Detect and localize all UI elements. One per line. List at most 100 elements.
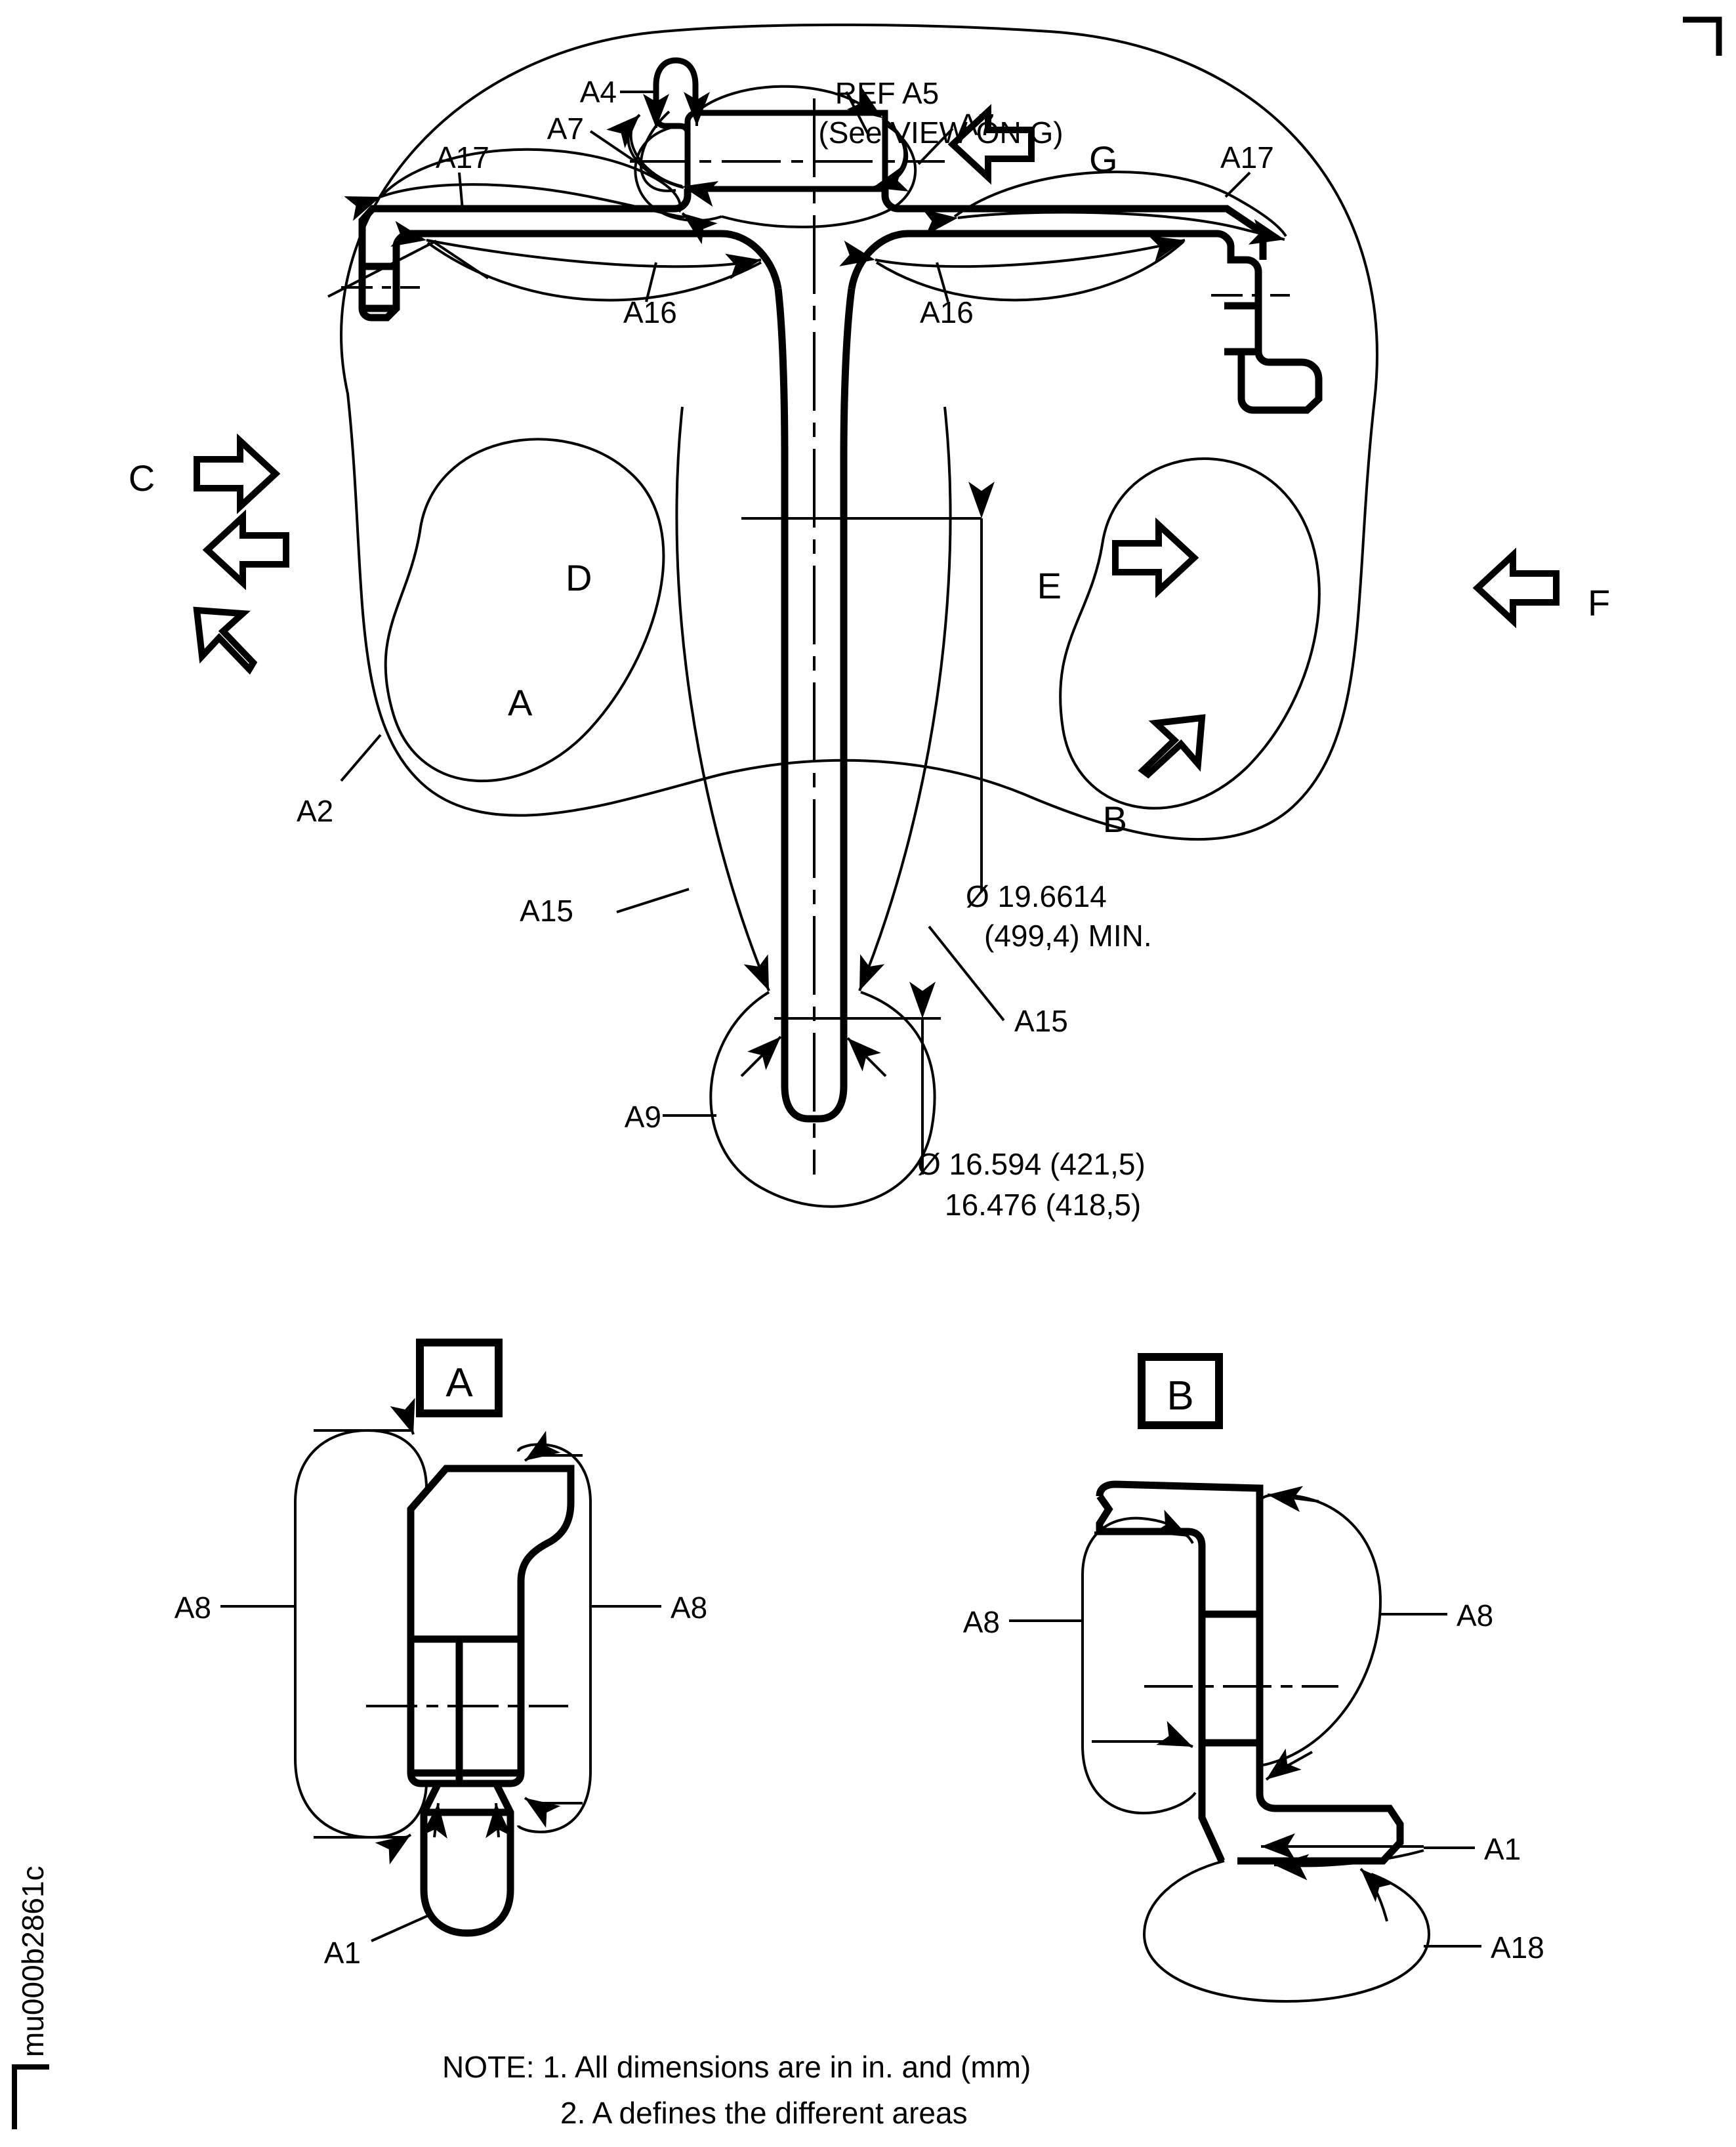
detail-b-a18-balloon bbox=[1142, 1860, 1431, 2003]
a15-left-leader bbox=[616, 888, 690, 913]
detail-b-a8-right-arrow-top bbox=[1267, 1486, 1319, 1512]
detail-a-a8-left-arrow-top bbox=[314, 1398, 415, 1435]
detail-a-label-a1: A1 bbox=[324, 1936, 361, 1970]
detail-a-a1-leader bbox=[371, 1912, 434, 1942]
detail-a-title-box bbox=[416, 1339, 503, 1417]
detail-a-label-a8-right: A8 bbox=[671, 1591, 707, 1625]
ref-a5-line1: REF A5 bbox=[835, 76, 940, 110]
sheet-id-block: mu000b2861c bbox=[12, 1866, 50, 2129]
note-line-1: NOTE: 1. All dimensions are in in. and (… bbox=[442, 2050, 1031, 2084]
detail-b-label-a8-left: A8 bbox=[963, 1605, 1000, 1639]
view-arrow-A bbox=[193, 606, 258, 675]
area-a17-left-loop bbox=[344, 183, 718, 245]
detail-a-profile bbox=[407, 1465, 575, 1937]
a7-right-leader bbox=[917, 127, 954, 165]
a16-label-leader-left bbox=[645, 262, 657, 302]
dim-stem-geometry bbox=[774, 982, 941, 1175]
detail-a-a1-arrow-right bbox=[486, 1803, 512, 1839]
main-view: REF A5 (See VIEW ON G) A4 A7 A7 A17 A17 … bbox=[129, 23, 1610, 1222]
a17-left-leader bbox=[458, 172, 464, 211]
detail-b-a8-left-arrow-top bbox=[1094, 1509, 1189, 1538]
area-a16-left-arc bbox=[426, 241, 762, 302]
label-a4: A4 bbox=[580, 75, 617, 109]
detail-b-label-a18: A18 bbox=[1491, 1930, 1544, 1965]
a9-arrow-right bbox=[846, 1037, 887, 1077]
area-a2-boundary bbox=[340, 23, 1378, 841]
note-line-2: 2. A defines the different areas bbox=[560, 2096, 968, 2130]
sheet-id-text: mu000b2861c bbox=[16, 1866, 50, 2057]
dim-bore-min-line2: (499,4) MIN. bbox=[984, 919, 1152, 953]
view-arrow-C bbox=[194, 433, 281, 514]
view-arrow-E bbox=[1112, 517, 1199, 598]
label-a7-right: A7 bbox=[958, 108, 995, 142]
a17-right-leader bbox=[1224, 171, 1251, 198]
detail-b-title: B bbox=[1167, 1373, 1193, 1419]
a2-leader bbox=[340, 734, 382, 782]
detail-a-title: A bbox=[445, 1360, 473, 1406]
label-a15-right: A15 bbox=[1014, 1004, 1068, 1038]
detail-a-a8-right-arrow-top bbox=[524, 1430, 583, 1462]
area-a-boundary bbox=[384, 438, 665, 782]
dim-stem-line1: Ø 16.594 (421,5) bbox=[917, 1147, 1146, 1181]
a7-left-leader bbox=[589, 130, 636, 163]
area-a15-right-loop bbox=[858, 406, 952, 991]
detail-a-a1-arrow-left bbox=[421, 1803, 447, 1839]
detail-view-b: B bbox=[963, 1353, 1544, 2003]
view-arrow-label-D: D bbox=[566, 557, 592, 598]
a9-arrow-left bbox=[740, 1035, 782, 1077]
detail-a-a8-left-balloon bbox=[294, 1428, 428, 1503]
label-a16-left: A16 bbox=[623, 295, 677, 329]
area-a15-left-loop bbox=[675, 406, 770, 991]
view-arrow-F bbox=[1472, 547, 1560, 629]
view-arrow-label-C: C bbox=[129, 457, 155, 499]
part-profile bbox=[358, 189, 1323, 1123]
view-arrow-label-E: E bbox=[1037, 565, 1062, 606]
detail-b-a8-left-balloon2 bbox=[1081, 1575, 1197, 1815]
view-arrow-label-A: A bbox=[508, 682, 533, 723]
detail-b-a8-right-balloon2 bbox=[1260, 1600, 1382, 1766]
area-a16-right-loop bbox=[839, 236, 1186, 268]
detail-b-a1-balloon-bot bbox=[1273, 1849, 1424, 1881]
label-a9: A9 bbox=[625, 1100, 661, 1134]
detail-b-profile bbox=[1096, 1480, 1404, 1865]
a16-left-leader2 bbox=[327, 240, 437, 298]
view-arrow-label-B: B bbox=[1103, 799, 1127, 840]
detail-b-label-a8-right: A8 bbox=[1457, 1598, 1493, 1633]
detail-b-a8-right-balloon bbox=[1260, 1493, 1382, 1602]
view-arrow-B bbox=[1138, 714, 1206, 779]
ref-a5-leader bbox=[845, 91, 871, 137]
detail-a-a8-right-arrow-bot bbox=[524, 1797, 583, 1828]
detail-b-a8-right-arrow-bot bbox=[1265, 1748, 1313, 1781]
area-a9-balloon bbox=[709, 991, 936, 1208]
corner-crop-mark bbox=[1683, 16, 1722, 56]
view-arrow-D bbox=[202, 509, 289, 591]
detail-a-a8-right-balloon2 bbox=[517, 1503, 592, 1833]
view-arrow-G bbox=[947, 104, 1035, 185]
area-b-boundary bbox=[1059, 457, 1321, 810]
a15-right-leader bbox=[928, 925, 1005, 1022]
label-a17-right: A17 bbox=[1220, 140, 1274, 175]
view-arrow-label-G: G bbox=[1089, 138, 1118, 180]
area-a16-left-loop bbox=[390, 220, 762, 280]
detail-b-a18-arrow bbox=[1359, 1867, 1394, 1922]
label-a2: A2 bbox=[297, 794, 333, 828]
detail-a-label-a8-left: A8 bbox=[175, 1591, 211, 1625]
label-a17-left: A17 bbox=[436, 140, 489, 175]
a16-label-leader-right bbox=[936, 262, 949, 302]
area-a16-right-arc bbox=[875, 240, 1185, 302]
detail-a-a8-right-balloon bbox=[517, 1443, 592, 1503]
detail-a-a8-left-arrow-bot bbox=[314, 1833, 412, 1865]
dim-bore-min-geometry bbox=[741, 482, 995, 892]
ref-a5-line2: (See VIEW ON G) bbox=[818, 115, 1063, 150]
label-a15-left: A15 bbox=[520, 894, 573, 928]
dim-bore-min-line1: Ø 19.6614 bbox=[966, 879, 1107, 913]
notes-block: NOTE: 1. All dimensions are in in. and (… bbox=[442, 2050, 1031, 2130]
detail-b-a8-left-arrow-bot bbox=[1092, 1720, 1193, 1748]
area-a7-left-arc bbox=[627, 114, 684, 189]
detail-view-a: A A8 A8 A1 bbox=[175, 1339, 707, 1970]
dim-stem-line2: 16.476 (418,5) bbox=[945, 1188, 1141, 1222]
area-a17-right-loop2 bbox=[922, 209, 1285, 245]
detail-a-a8-left-balloon2 bbox=[294, 1503, 428, 1839]
